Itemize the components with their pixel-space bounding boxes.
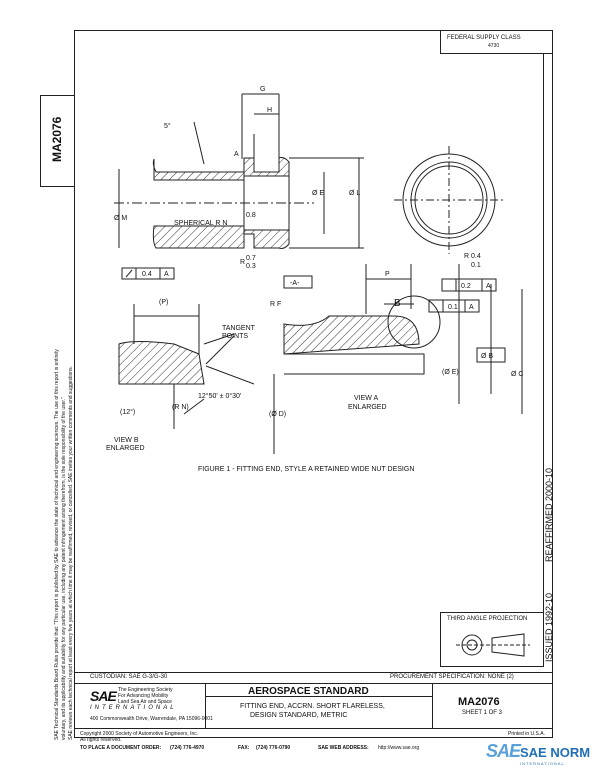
label-enlarged2: ENLARGED	[106, 445, 145, 452]
dim-phiL: Ø L	[349, 190, 360, 197]
projection-symbol	[456, 633, 530, 657]
sae-address: 400 Commonwealth Drive, Warrendale, PA 1…	[90, 716, 213, 722]
tol1-value: 0.4	[142, 271, 152, 278]
reaffirmed-label: REAFFIRMED 2000-10	[544, 467, 554, 562]
dim-r03: 0.3	[246, 263, 256, 270]
tol2-value: 0.1	[448, 304, 458, 311]
title-block-bottomline	[74, 728, 553, 729]
dim-r08: 0.8	[246, 212, 256, 219]
tol3-value: 0.2	[461, 283, 471, 290]
left-notice-2: voluntary, and its applicability and sui…	[61, 397, 67, 740]
web-address: http://www.sae.org	[378, 745, 420, 751]
title-block-line3	[205, 696, 432, 697]
fsc-box	[440, 30, 553, 54]
procurement: PROCUREMENT SPECIFICATION: NONE (2)	[390, 674, 514, 680]
right-strip-line	[543, 54, 544, 666]
title-block-topline	[74, 672, 553, 673]
label-viewB: VIEW B	[114, 437, 139, 444]
custodian: CUSTODIAN: SAE G-3/G-30	[90, 674, 168, 680]
tol3-datum: A	[486, 283, 491, 290]
sae-tagline-3: Land Sea Air and Space	[118, 699, 172, 705]
order-phone: (724) 776-4970	[170, 745, 205, 751]
aerospace-standard: AEROSPACE STANDARD	[248, 686, 369, 697]
copyright: Copyright 2000 Society of Automotive Eng…	[80, 731, 199, 737]
fsc-label: FEDERAL SUPPLY CLASS	[447, 35, 521, 41]
dim-r07: 0.7	[246, 255, 256, 262]
projection-label: THIRD ANGLE PROJECTION	[447, 616, 528, 622]
fax-number: (724) 776-0790	[256, 745, 291, 751]
fitting-bottom-section	[152, 225, 290, 249]
view-a-section	[283, 315, 420, 355]
printed: Printed in U.S.A.	[508, 731, 545, 737]
sheet-number: SHEET 1 OF 3	[462, 710, 502, 716]
issued-label: ISSUED 1992-10	[544, 592, 554, 662]
doc-number-tab	[40, 95, 74, 187]
doc-number-vertical: MA2076	[50, 116, 64, 162]
dim-RN: (R N)	[172, 404, 189, 411]
order-label: TO PLACE A DOCUMENT ORDER:	[80, 745, 162, 751]
dim-angle: 12°50' ± 0°30'	[198, 392, 241, 400]
dim-pD: (Ø D)	[269, 411, 286, 418]
label-viewA: VIEW A	[354, 395, 378, 402]
dim-phiE: Ø E	[312, 190, 324, 197]
doc-number: MA2076	[458, 696, 500, 708]
tol1-datum: A	[164, 271, 169, 278]
view-b-section	[118, 341, 205, 385]
sae-intl: INTERNATIONAL	[90, 705, 177, 711]
engineering-drawing: G H 5° A Ø E Ø L Ø M SPHERICAL R N 0.8 R…	[106, 86, 523, 454]
label-A-circle: A	[234, 151, 239, 158]
watermark-sub: INTERNATIONAL	[520, 761, 565, 766]
dim-R: R	[240, 259, 245, 266]
dim-P: P	[385, 271, 390, 278]
dim-phiM: Ø M	[114, 215, 127, 222]
projection-box	[440, 612, 544, 667]
left-notice-1: SAE Technical Standards Board Rules prov…	[54, 349, 60, 740]
watermark-text: SAE NORM	[520, 745, 591, 760]
title-line-2: DESIGN STANDARD, METRIC	[250, 712, 348, 719]
sae-tagline-2: For Advancing Mobility	[118, 693, 169, 699]
fsc-value: 4730	[488, 43, 500, 49]
fax-label: FAX:	[238, 745, 250, 751]
web-label: SAE WEB ADDRESS:	[318, 745, 369, 751]
rights: All rights reserved.	[80, 737, 122, 743]
dim-pE: (Ø E)	[442, 369, 459, 376]
sae-logo: SAE	[90, 688, 117, 704]
dim-01: 0.1	[471, 262, 481, 269]
tol2-datum: A	[469, 304, 474, 311]
label-enlarged1: ENLARGED	[348, 404, 387, 411]
datum-B: B	[394, 298, 401, 309]
label-points: POINTS	[222, 333, 248, 340]
dim-R04: R 0.4	[464, 253, 481, 260]
dim-12deg: (12°)	[120, 408, 135, 416]
label-spherical: SPHERICAL R N	[174, 220, 227, 227]
title-block-divider2	[432, 683, 433, 728]
label-tangent: TANGENT	[222, 325, 256, 332]
figure-caption: FIGURE 1 - FITTING END, STYLE A RETAINED…	[198, 466, 415, 473]
dim-H: H	[267, 107, 272, 114]
dim-5deg: 5°	[164, 122, 171, 130]
title-block-line2	[74, 683, 553, 684]
dim-phiB: Ø B	[481, 353, 493, 360]
dim-pP: (P)	[159, 299, 168, 306]
dim-RF: R F	[270, 301, 281, 308]
dim-G: G	[260, 86, 265, 93]
datum-A: -A-	[290, 280, 300, 287]
fitting-top-section	[152, 157, 290, 181]
dim-phiC: Ø C	[511, 371, 523, 378]
title-block-divider1	[205, 683, 206, 728]
title-line-1: FITTING END, ACCRN. SHORT FLARELESS,	[240, 703, 385, 710]
sae-tagline-1: The Engineering Society	[118, 687, 173, 693]
watermark-logo: SAE	[486, 741, 521, 761]
drawing-frame	[74, 30, 553, 738]
